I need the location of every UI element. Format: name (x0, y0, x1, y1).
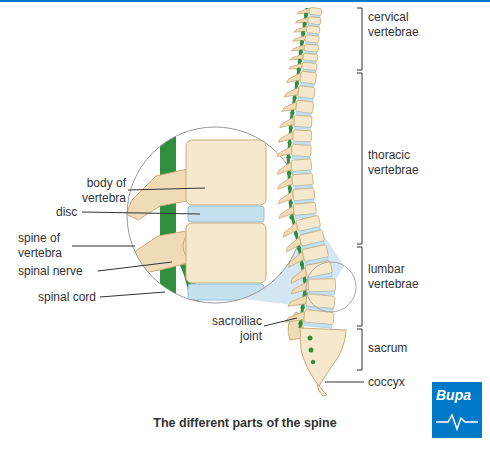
spinous-process (284, 237, 302, 252)
vertebra (286, 69, 316, 88)
logo-badge: Bupa (432, 382, 482, 438)
vertebral-body (298, 86, 315, 99)
bracket (357, 8, 362, 70)
nerve-root (299, 262, 304, 267)
nerve-root (288, 186, 293, 191)
zoom-marker (306, 262, 356, 312)
nerve-root (298, 49, 303, 54)
vertebral-body (292, 173, 313, 186)
vertebra (278, 129, 312, 146)
nerve-root (301, 31, 306, 36)
nerve-root (300, 305, 305, 310)
inset-upper-body (186, 140, 266, 205)
nerve-root (299, 40, 304, 45)
leader-line (98, 262, 172, 271)
nerve-root (288, 200, 293, 205)
part-label: cervical vertebrae (368, 10, 430, 40)
spinous-process (284, 86, 299, 99)
leader-line (325, 382, 364, 383)
spinous-process (281, 222, 299, 237)
vertebral-body (300, 71, 317, 84)
part-label: spinal cord (38, 290, 96, 305)
bracket (357, 247, 362, 326)
leader-line (100, 292, 165, 297)
vertebra (277, 144, 312, 161)
logo-text: Bupa (436, 387, 486, 403)
nerve-root (287, 140, 292, 145)
nerve-root (298, 321, 303, 326)
part-label: sacroiliac joint (200, 314, 262, 344)
zoom-cone (168, 140, 344, 308)
spinous-process (282, 100, 297, 113)
vertebra (285, 308, 334, 329)
inset-outline (127, 127, 303, 303)
part-label: sacrum (368, 341, 407, 356)
vertebral-body (292, 144, 312, 156)
vertebra (281, 98, 313, 117)
sacral-nerve (311, 360, 315, 364)
sacral-nerve (308, 336, 313, 341)
leader-line (82, 212, 200, 214)
part-label: lumbar vertebrae (368, 262, 430, 292)
part-label: coccyx (368, 375, 405, 390)
inset-detail (120, 115, 266, 315)
part-label: spine of vertebra (18, 231, 72, 261)
leader-line (72, 246, 135, 247)
vertebral-column (276, 6, 336, 329)
spinous-process (286, 71, 301, 84)
vertebra (291, 279, 336, 296)
nerve-root (286, 155, 291, 160)
spinous-process (286, 251, 305, 267)
vertebral-body (291, 159, 312, 172)
part-label: thoracic vertebrae (368, 148, 430, 178)
leader-lines (72, 188, 364, 382)
vertebral-body (293, 202, 316, 215)
nerve-root (288, 126, 293, 131)
part-label: spinal nerve (18, 264, 83, 279)
heartbeat-line (436, 415, 478, 429)
vertebral-body (293, 130, 312, 142)
nerve-root (303, 13, 308, 18)
vertebral-body (296, 100, 314, 113)
vertebral-body (308, 279, 335, 292)
inset-lower-body (186, 223, 266, 283)
vertebra (280, 115, 313, 132)
nerve-root (302, 22, 307, 27)
nerve-root (294, 81, 299, 86)
vertebral-body (293, 188, 315, 201)
nerve-root (287, 171, 292, 176)
vertebra (284, 84, 315, 103)
leader-line (128, 188, 205, 190)
nerve-root (296, 68, 301, 73)
nerve-root (293, 231, 298, 236)
intervertebral-disc (304, 322, 332, 328)
logo-heartbeat (432, 382, 482, 438)
bracket (357, 329, 362, 370)
part-label: disc (56, 205, 77, 220)
region-brackets (357, 8, 362, 370)
inset-lower-disc (188, 284, 264, 300)
sacral-nerve (309, 348, 314, 353)
sacrum-bone (300, 328, 346, 386)
nerve-root (290, 110, 295, 115)
leader-line (264, 318, 297, 326)
top-rule (0, 0, 490, 2)
nerve-root (289, 215, 294, 220)
vertebral-body (294, 115, 312, 127)
nerve-root (297, 246, 302, 251)
coccyx-bone (317, 384, 327, 396)
figure-caption: The different parts of the spine (0, 416, 490, 430)
nerve-root (292, 96, 297, 101)
inset-background (127, 127, 303, 303)
spinous-process (288, 268, 307, 284)
part-label: body of vertebra (70, 176, 126, 206)
bracket (357, 73, 362, 244)
inset-lower-spinous-process (120, 230, 192, 276)
nerve-root (297, 58, 302, 63)
